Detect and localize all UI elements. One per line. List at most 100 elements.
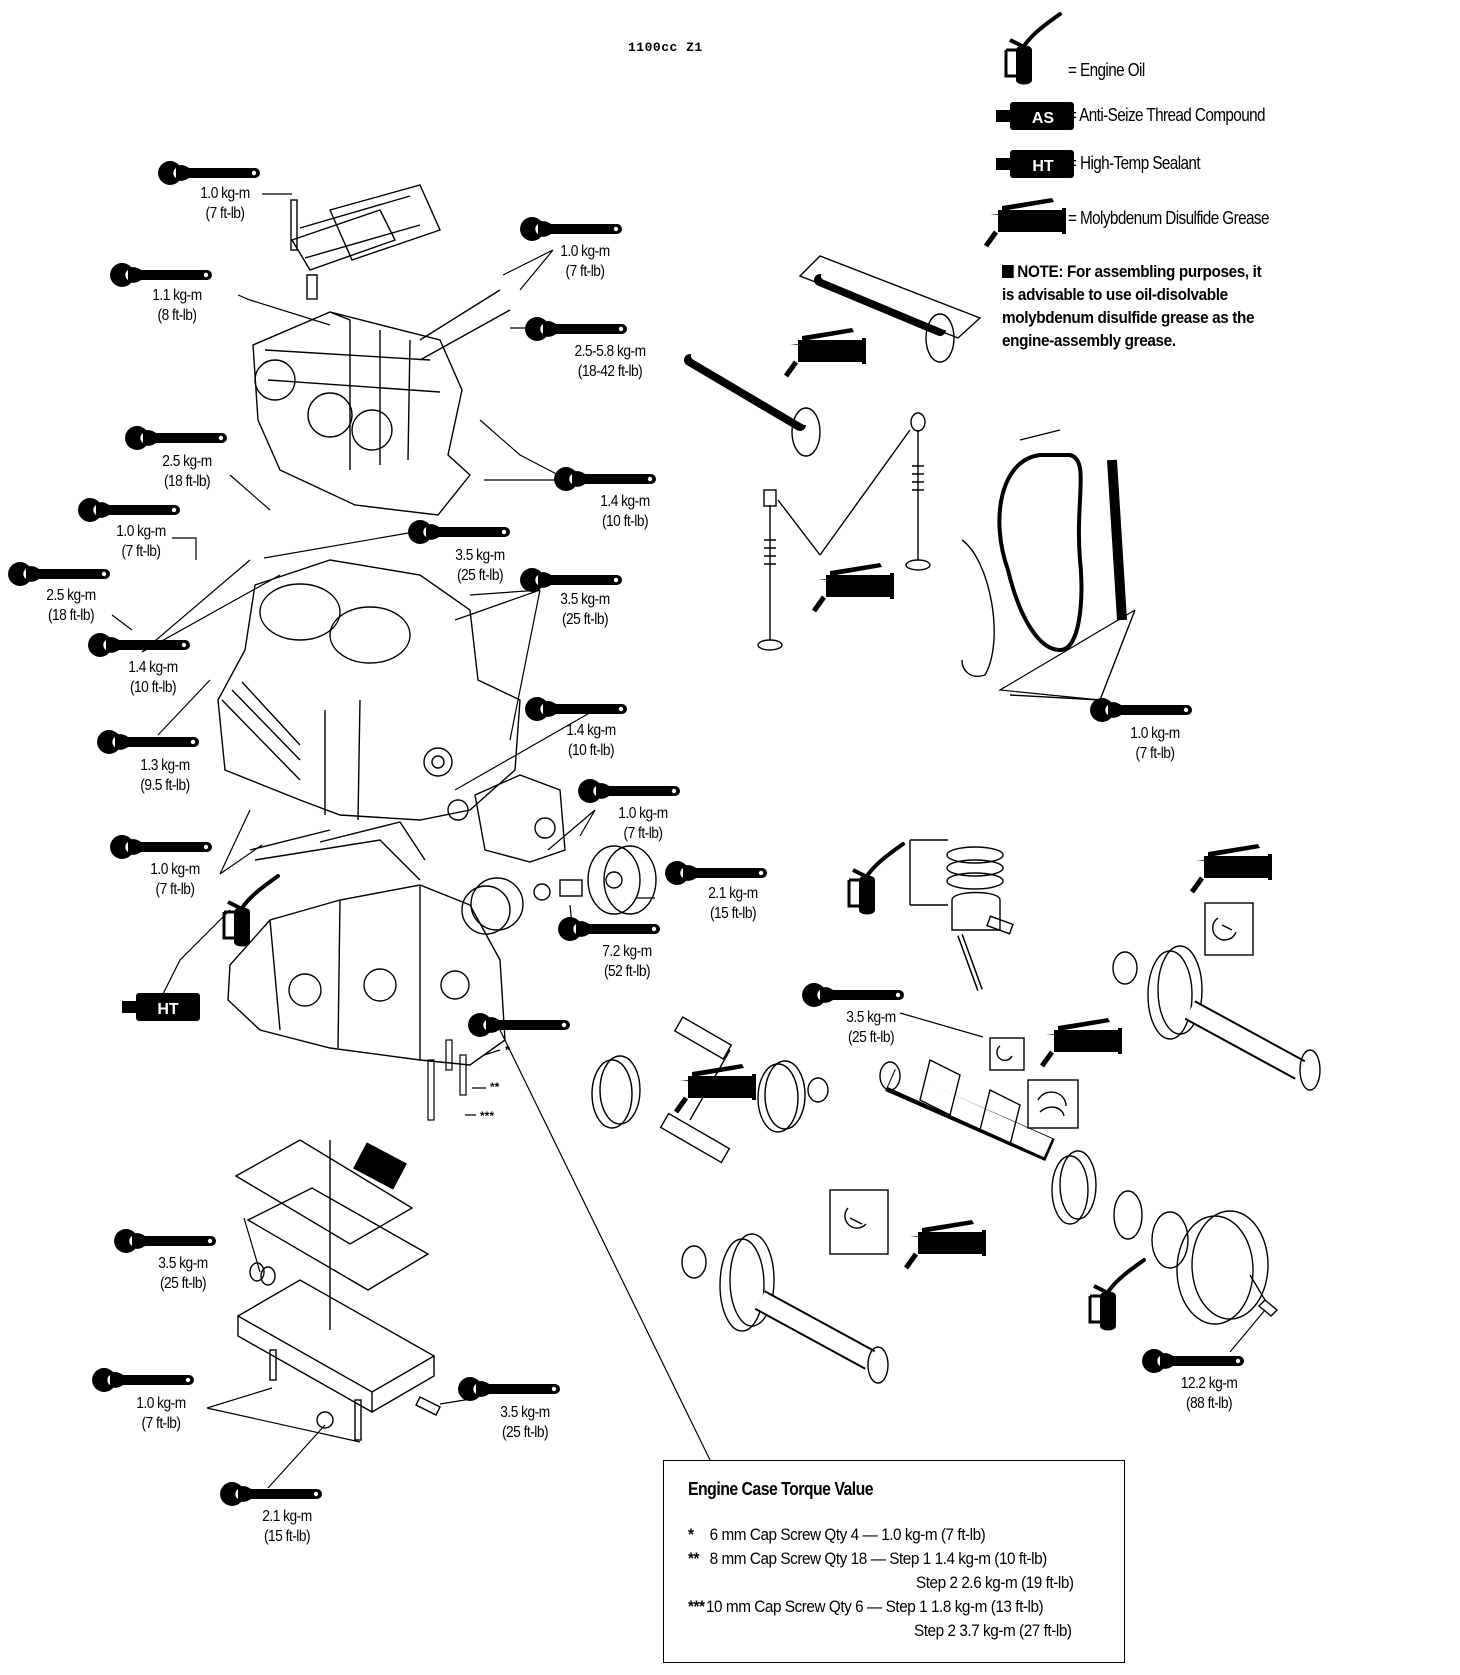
engine-case-torque-table: Engine Case Torque Value *6 mm Cap Screw… xyxy=(663,1460,1125,1663)
torque-table-row: **8 mm Cap Screw Qty 18 — Step 1 1.4 kg-… xyxy=(688,1549,1047,1568)
torque-callout: 7.2 kg-m(52 ft-lb) xyxy=(602,943,652,980)
legend-item-high-temp: = High-Temp Sealant xyxy=(1068,153,1223,174)
bearing-box-middle xyxy=(989,1037,1025,1071)
cylinder-block xyxy=(217,559,521,821)
wrench-icon xyxy=(1142,1349,1244,1373)
torque-callout: 1.0 kg-m(7 ft-lb) xyxy=(560,243,610,280)
wrench-icon xyxy=(125,426,227,450)
legend-item-moly-grease: = Molybdenum Disulfide Grease xyxy=(1068,208,1304,229)
torque-callout: 2.1 kg-m(15 ft-lb) xyxy=(708,885,758,922)
torque-callout: 3.5 kg-m(25 ft-lb) xyxy=(560,591,610,628)
legend-item-engine-oil: = Engine Oil xyxy=(1068,60,1158,81)
torque-table-row: Step 2 2.6 kg-m (19 ft-lb) xyxy=(916,1573,1074,1592)
torque-callout: 1.0 kg-m(7 ft-lb) xyxy=(200,185,250,222)
torque-table-row: Step 2 3.7 kg-m (27 ft-lb) xyxy=(914,1621,1072,1640)
oil-filter-housing xyxy=(461,845,657,935)
valve-train xyxy=(757,412,931,651)
torque-callout: 1.4 kg-m(10 ft-lb) xyxy=(128,659,178,696)
case-bolt-marker: *** xyxy=(480,1109,494,1123)
grease-gun-icon xyxy=(814,563,894,611)
oil-can-icon xyxy=(222,874,280,949)
torque-callout: 1.0 kg-m(7 ft-lb) xyxy=(116,523,166,560)
oil-can-icon xyxy=(1088,1258,1146,1333)
grease-gun-icon xyxy=(986,198,1066,246)
torque-table-title: Engine Case Torque Value xyxy=(688,1479,874,1499)
legend-label: = High-Temp Sealant xyxy=(1068,153,1201,173)
wrench-icon xyxy=(408,520,510,544)
wrench-icon xyxy=(665,861,767,885)
piston-conrod xyxy=(909,839,1014,992)
wrench-icon xyxy=(220,1482,322,1506)
oil-pan-assembly xyxy=(234,1139,441,1441)
torque-callout: 1.4 kg-m(10 ft-lb) xyxy=(566,722,616,759)
document-title: 1100cc Z1 xyxy=(628,40,703,55)
wrench-icon xyxy=(458,1377,560,1401)
engine-linework xyxy=(111,184,1321,1489)
case-bolt-marker: * xyxy=(505,1043,510,1057)
torque-callout: 3.5 kg-m(25 ft-lb) xyxy=(158,1255,208,1292)
crankcase xyxy=(227,821,506,1066)
wrench-icon xyxy=(110,835,212,859)
torque-callout: 1.0 kg-m(7 ft-lb) xyxy=(618,805,668,842)
torque-callout: 1.4 kg-m(10 ft-lb) xyxy=(600,493,650,530)
torque-callout: 3.5 kg-m(25 ft-lb) xyxy=(455,547,505,584)
torque-callout: 3.5 kg-m(25 ft-lb) xyxy=(846,1009,896,1046)
note-line: is advisable to use oil-disolvable xyxy=(1002,285,1228,304)
bearing-box-lower xyxy=(1027,1079,1079,1129)
high-temp-badge: HT xyxy=(157,1001,179,1018)
torque-callout: 12.2 kg-m(88 ft-lb) xyxy=(1180,1375,1238,1412)
assembly-note: NOTE: For assembling purposes, it is adv… xyxy=(1002,260,1272,352)
legend-label: = Molybdenum Disulfide Grease xyxy=(1068,208,1269,228)
idler-gears xyxy=(591,1016,829,1164)
oil-pump xyxy=(423,747,566,863)
torque-table-row: *6 mm Cap Screw Qty 4 — 1.0 kg-m (7 ft-l… xyxy=(688,1525,986,1544)
wrench-icon xyxy=(802,983,904,1007)
balancer-shaft-lower xyxy=(681,1233,889,1384)
grease-gun-icon xyxy=(786,328,866,376)
case-bolt-marker: ** xyxy=(490,1080,500,1094)
torque-callout: 1.1 kg-m(8 ft-lb) xyxy=(152,287,202,324)
wrench-icon xyxy=(78,498,180,522)
wrench-icon xyxy=(525,317,627,341)
wrench-icon xyxy=(158,161,260,185)
wrench-icon xyxy=(578,779,680,803)
bearing-box-upper xyxy=(1204,902,1254,956)
wrench-icon xyxy=(97,730,199,754)
camshaft-upper xyxy=(684,255,982,457)
torque-callout: 2.5 kg-m(18 ft-lb) xyxy=(162,453,212,490)
cam-cap-assembly xyxy=(290,184,441,300)
oil-can-icon xyxy=(847,842,905,917)
wrench-icon xyxy=(92,1368,194,1392)
high-temp-badge: HT xyxy=(1032,158,1054,175)
wrench-icon xyxy=(468,1013,570,1037)
note-bullet-icon xyxy=(1002,265,1014,278)
wrench-icon xyxy=(110,263,212,287)
torque-callout: 2.5 kg-m(18 ft-lb) xyxy=(46,587,96,624)
cylinder-head xyxy=(252,289,511,516)
torque-callout: 1.0 kg-m(7 ft-lb) xyxy=(1130,725,1180,762)
note-line: engine-assembly grease. xyxy=(1002,331,1176,350)
torque-callout: 1.0 kg-m(7 ft-lb) xyxy=(136,1395,186,1432)
legend-item-anti-seize: = Anti-Seize Thread Compound xyxy=(1068,105,1300,126)
wrench-icon xyxy=(520,568,622,592)
note-line: NOTE: For assembling purposes, it xyxy=(1017,262,1262,281)
grease-gun-icon xyxy=(676,1064,756,1112)
grease-gun-icon xyxy=(1192,844,1272,892)
torque-callout: 3.5 kg-m(25 ft-lb) xyxy=(500,1404,550,1441)
torque-callout: 2.5-5.8 kg-m(18-42 ft-lb) xyxy=(574,343,646,380)
wrench-icon xyxy=(114,1229,216,1253)
wrench-icon xyxy=(554,467,656,491)
bearing-box-left xyxy=(829,1189,889,1255)
note-line: molybdenum disulfide grease as the xyxy=(1002,308,1255,327)
wrench-icon xyxy=(525,697,627,721)
wrench-icon xyxy=(1090,698,1192,722)
leader-lines xyxy=(111,193,1266,1489)
anti-seize-badge: AS xyxy=(1032,110,1055,127)
legend-label: = Engine Oil xyxy=(1068,60,1145,80)
torque-callout: 1.0 kg-m(7 ft-lb) xyxy=(150,861,200,898)
wrench-icon xyxy=(8,562,111,586)
balancer-shaft-upper xyxy=(1112,945,1321,1091)
grease-gun-icon xyxy=(906,1220,986,1268)
grease-gun-icon xyxy=(1042,1018,1122,1066)
